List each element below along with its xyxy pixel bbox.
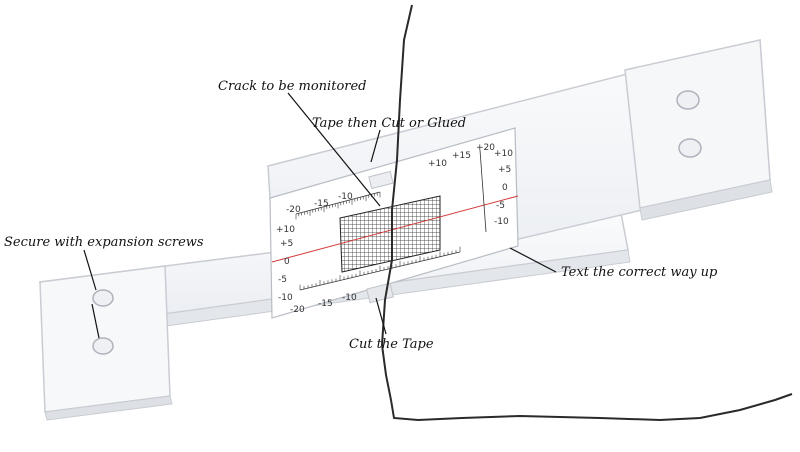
scale-right-label-4: -5 — [496, 201, 505, 211]
scale-left-label-1: +10 — [276, 225, 295, 235]
leader-tape — [370, 129, 381, 163]
crack-line — [380, 4, 793, 422]
scale-bottom-label-1: -20 — [290, 305, 305, 315]
scale-righttop-label-2: +15 — [452, 151, 471, 161]
scale-top-label-1: -20 — [286, 205, 301, 215]
leader-lines — [83, 92, 557, 339]
scale-righttop-label-1: +10 — [428, 159, 447, 169]
screw-hole-right-top — [676, 90, 700, 110]
scale-left-label-4: -5 — [278, 275, 287, 285]
scale-plate: -20 -15 -10 +10 +5 0 -5 -10 +10 +5 0 -5 … — [269, 127, 519, 319]
scale-right-label-5: -10 — [494, 217, 509, 227]
leader-screw-2 — [91, 303, 100, 339]
annotation-secure-screws: Secure with expansion screws — [4, 235, 204, 250]
scale-left-label-2: +5 — [280, 239, 293, 249]
scale-right-label-1: +10 — [494, 149, 513, 159]
screw-holes — [92, 90, 702, 355]
screw-hole-right-bottom — [678, 138, 702, 158]
annotation-text-correct-way: Text the correct way up — [561, 265, 718, 280]
leader-text-way — [509, 247, 557, 273]
scale-bottom-label-3: -10 — [342, 293, 357, 303]
annotation-cut-tape: Cut the Tape — [349, 337, 434, 352]
grid-target — [339, 195, 441, 273]
screw-hole-left-top — [92, 289, 114, 307]
red-hairline — [271, 195, 519, 263]
scale-ticks — [295, 192, 461, 290]
leader-cut-tape — [375, 297, 387, 335]
scale-left-label-5: -10 — [278, 293, 293, 303]
annotation-crack: Crack to be monitored — [218, 79, 367, 94]
scale-righttop-label-3: +20 — [476, 143, 495, 153]
leader-crack — [287, 92, 381, 207]
screw-hole-left-bottom — [92, 337, 114, 355]
scale-right-label-2: +5 — [498, 165, 511, 175]
scale-right-label-3: 0 — [502, 183, 508, 193]
scale-top-label-2: -15 — [314, 199, 329, 209]
tape-strip-top — [368, 170, 394, 190]
scale-bottom-label-2: -15 — [318, 299, 333, 309]
scale-top-label-3: -10 — [338, 192, 353, 202]
leader-screw-1 — [83, 249, 97, 291]
annotation-tape-cut-or-glued: Tape then Cut or Glued — [312, 116, 466, 131]
scale-left-label-3: 0 — [284, 257, 290, 267]
